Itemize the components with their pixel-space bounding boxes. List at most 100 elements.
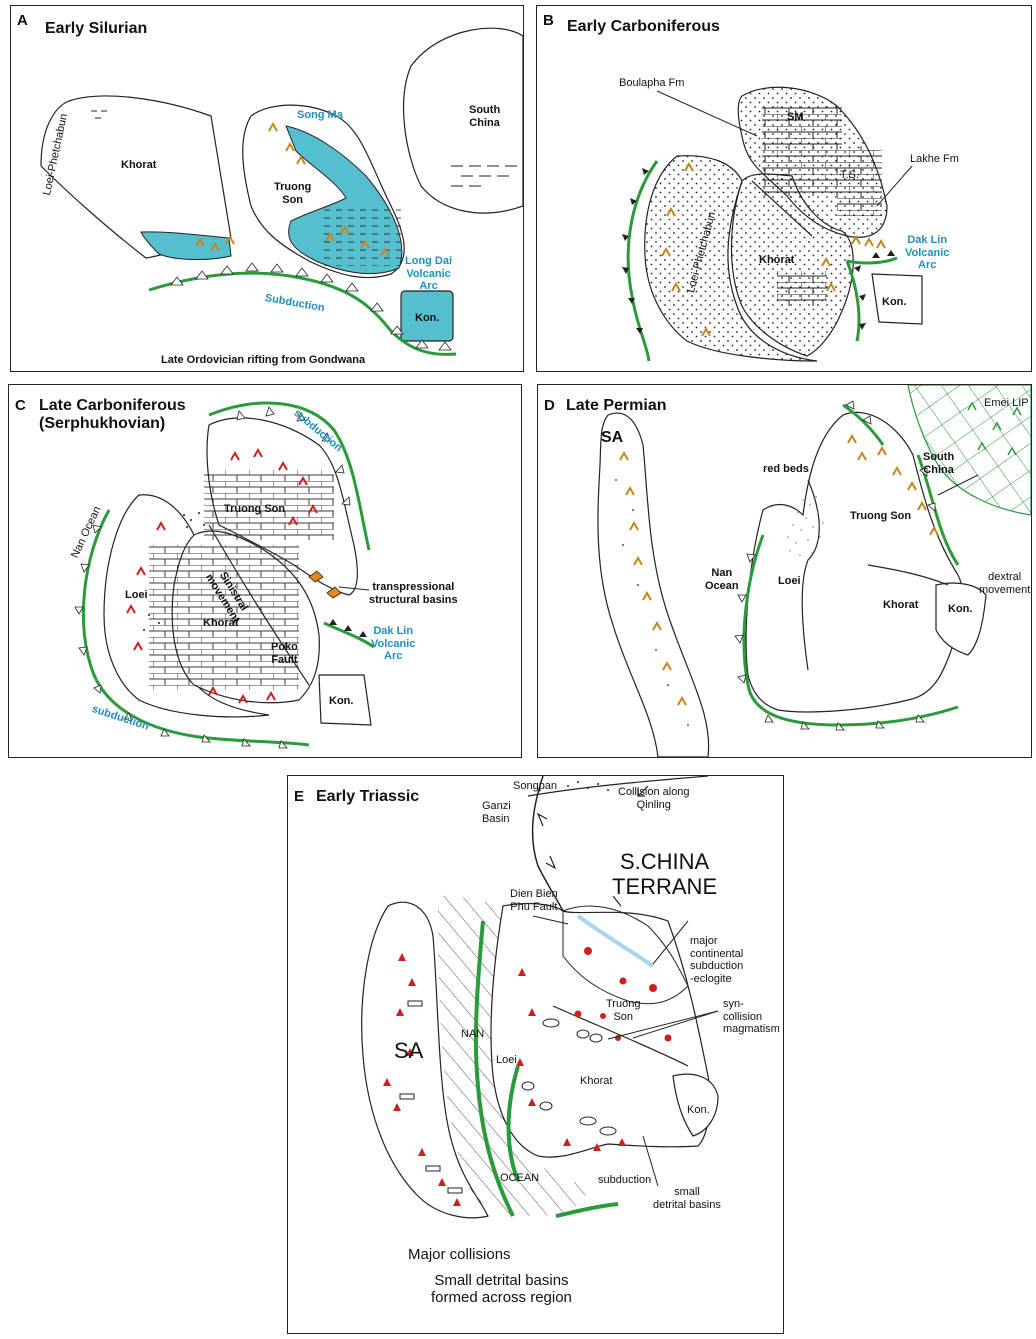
panel-e-letter: E	[294, 788, 305, 805]
panel-d-title: Late Permian	[566, 397, 667, 414]
ts-label: T.S.	[840, 169, 859, 181]
panel-d-letter: D	[544, 397, 555, 414]
nan-ocean-e	[438, 895, 588, 1216]
indochina-block-e	[490, 902, 711, 1158]
suture-ne-d	[842, 403, 885, 446]
sa-label-d: SA	[601, 429, 624, 446]
poko-fault-c	[208, 524, 310, 686]
nan-ocean-label-d: Nan Ocean	[705, 567, 739, 592]
dak-lin-label-c: Dak Lin Volcanic Arc	[371, 625, 416, 663]
truong-son-label-c: Truong Son	[224, 503, 286, 515]
panel-a-caption: Late Ordovician rifting from Gondwana	[161, 354, 366, 366]
kon-label-b: Kon.	[882, 296, 907, 308]
panel-a-drawing	[40, 27, 523, 356]
panel-e: E Early Triassic Songpan Ganzi Basin Col…	[287, 775, 784, 1334]
small-detrital-label: small detrital basins	[653, 1186, 721, 1211]
kon-block-c	[318, 674, 372, 726]
ganzi-label: Ganzi Basin	[482, 800, 511, 825]
panel-d: D Late Permian SA Emei LIP red beds Sout…	[537, 384, 1032, 758]
major-collisions-label: Major collisions	[408, 1246, 511, 1263]
south-china-block	[402, 27, 523, 214]
subduction-top-c	[208, 401, 371, 551]
panel-a-letter: A	[17, 12, 28, 29]
lakhe-label: Lakhe Fm	[910, 153, 959, 165]
panel-a-title: Early Silurian	[45, 20, 148, 37]
panel-a: A Early Silurian Loei-Phetchabun Khorat …	[10, 5, 524, 372]
kon-block-b	[871, 273, 923, 325]
dextral-label: dextral movement	[979, 571, 1031, 596]
sa-label-e: SA	[394, 1038, 424, 1063]
panel-b-title: Early Carboniferous	[567, 18, 720, 35]
khorat-block	[40, 95, 232, 259]
kon-label-d: Kon.	[948, 603, 973, 615]
panel-c: C Late Carboniferous (Serphukhovian) sub…	[8, 384, 522, 758]
song-ma-label: Song Ma	[297, 109, 343, 121]
khorat-kon-divider	[552, 1005, 689, 1067]
khorat-label-c: Khorat	[203, 617, 239, 629]
dien-bien-label: Dien Bien Phu Fault	[510, 888, 558, 913]
ocean-label-e: OCEAN	[500, 1172, 540, 1184]
khorat-label-b: Khorat	[759, 254, 795, 266]
suture-west-e	[506, 1065, 520, 1182]
south-china-label-d: South China	[923, 451, 955, 476]
truong-son-block-e	[562, 905, 689, 1005]
suture-nan-e	[473, 920, 515, 1217]
boulapha-label: Boulapha Fm	[619, 77, 685, 89]
eclogite-line	[576, 914, 655, 968]
panel-b: B Early Carboniferous Boulapha Fm SM T.S…	[536, 5, 1032, 372]
kon-label-c: Kon.	[329, 695, 354, 707]
emei-lip	[907, 385, 1031, 516]
sm-label: SM	[787, 111, 804, 123]
truong-son-label: Truong Son	[274, 181, 312, 206]
kon-label-a: Kon.	[415, 312, 440, 324]
panel-e-title: Early Triassic	[316, 788, 420, 805]
subduction-line	[148, 271, 457, 356]
panel-c-letter: C	[15, 397, 26, 414]
dak-lin-label-b: Dak Lin Volcanic Arc	[905, 234, 950, 272]
panel-c-title: Late Carboniferous (Serphukhovian)	[39, 397, 186, 433]
kon-block-e	[672, 1073, 719, 1137]
songpan-label: Songpan	[513, 780, 558, 792]
poko-label: Poko Fault	[271, 641, 298, 666]
loei-label-d: Loei	[778, 575, 801, 587]
suture-west-b	[626, 160, 659, 362]
subduction-west-c	[81, 509, 310, 747]
suture-east-b	[845, 260, 861, 342]
panel-c-drawing	[74, 401, 375, 749]
panel-d-drawing	[597, 385, 1031, 757]
subduction-label-e: subduction	[598, 1174, 652, 1186]
sa-strip-e	[361, 901, 489, 1219]
long-dai-label: Long Dai Volcanic Arc	[405, 255, 453, 293]
collision-label: Collision along Qinling	[618, 786, 690, 811]
loei-label-c: Loei	[125, 589, 148, 601]
nan-label-e: NAN	[461, 1028, 485, 1040]
small-basins-label: Small detrital basins formed across regi…	[431, 1272, 572, 1307]
subduction-bottom-e	[555, 1202, 619, 1218]
suture-dak-lin	[846, 256, 898, 265]
kon-block	[400, 290, 454, 342]
khorat-sea	[140, 231, 232, 261]
truong-son-label-e: Truong Son	[606, 998, 641, 1023]
panel-b-drawing	[622, 86, 923, 362]
major-continental-label: major continental subduction -eclogite	[690, 935, 744, 985]
khorat-label-e: Khorat	[580, 1075, 613, 1087]
kon-label-e: Kon.	[687, 1104, 710, 1116]
suture-dak-lin-c	[323, 621, 375, 649]
truong-son-label-d: Truong Son	[850, 510, 912, 522]
panel-b-letter: B	[543, 12, 554, 29]
panel-e-drawing	[361, 776, 719, 1219]
sa-strip	[597, 412, 710, 757]
dien-bien-phu-fault	[531, 776, 564, 912]
loei-label-e: Loei	[496, 1054, 517, 1066]
kon-block-d	[935, 582, 987, 656]
emei-label: Emei LIP	[984, 397, 1029, 409]
khorat-label-d: Khorat	[883, 599, 919, 611]
red-beds-label: red beds	[763, 463, 809, 475]
suture-se-d	[916, 454, 960, 566]
khorat-label: Khorat	[121, 159, 157, 171]
transpressional-label: transpressional structural basins	[369, 581, 458, 606]
suture-west-d	[742, 534, 959, 727]
s-china-terrane-label: S.CHINA TERRANE	[612, 849, 718, 900]
south-china-label: South China	[469, 104, 501, 129]
syn-collision-label: syn- collision magmatism	[723, 998, 780, 1036]
